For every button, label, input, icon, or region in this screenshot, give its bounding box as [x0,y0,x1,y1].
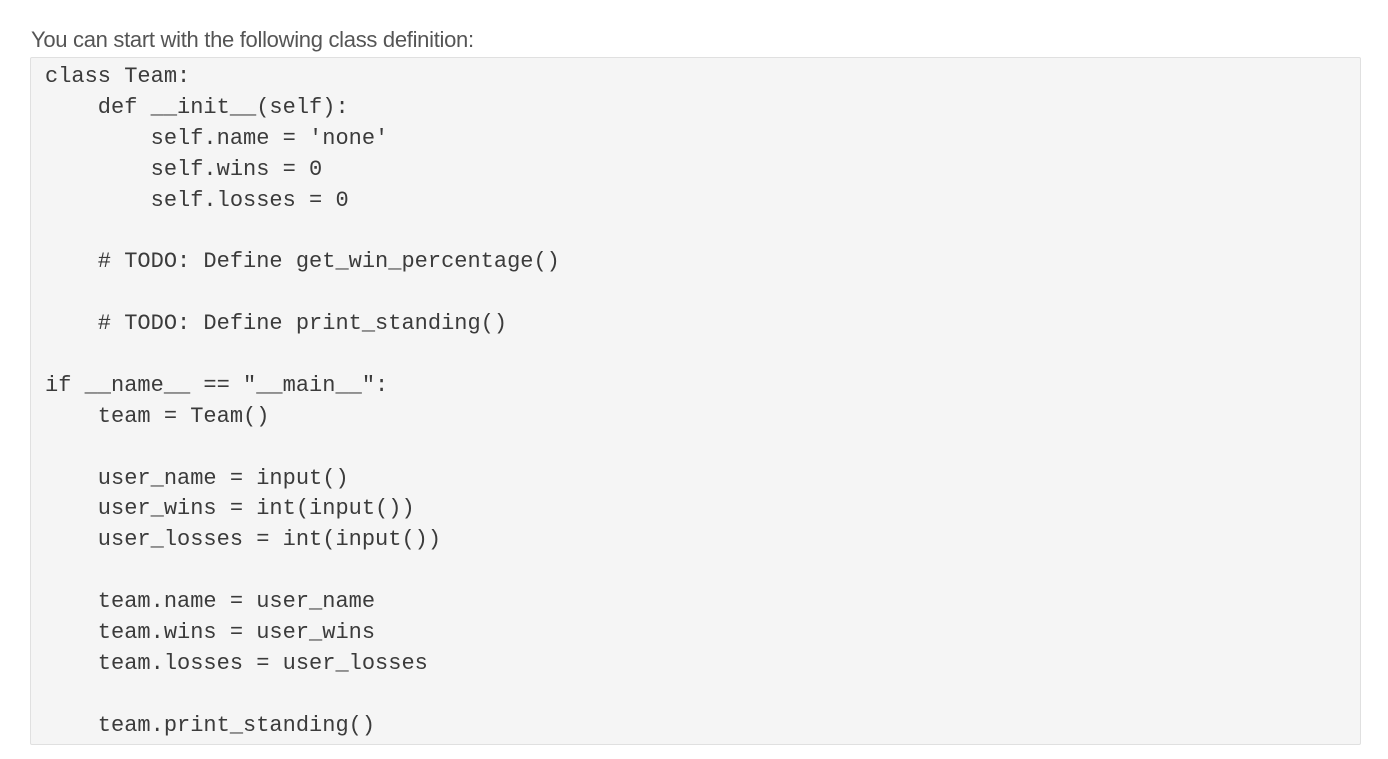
code-line [45,340,560,371]
code-line: user_losses = int(input()) [45,527,442,553]
code-block: class Team: def __init__(self): self.nam… [30,57,1361,745]
code-line: self.wins = 0 [45,156,323,182]
code-line: if __name__ == "__main__": [45,372,389,398]
code-line: team = Team() [45,403,270,429]
code-line: team.losses = user_losses [45,650,428,676]
code-line [45,680,560,711]
code-line: class Team: [45,64,191,89]
code-line [45,433,560,464]
code-line: team.wins = user_wins [45,620,376,646]
code-line: self.losses = 0 [45,187,349,213]
code-line: self.name = 'none' [45,125,389,151]
code-line: team.print_standing() [45,712,376,738]
code-line: team.name = user_name [45,589,376,615]
code-line: # TODO: Define print_standing() [45,311,508,337]
code-line [45,556,560,587]
code-line: # TODO: Define get_win_percentage() [45,249,560,275]
code-line [45,216,560,247]
code-line: def __init__(self): [45,94,349,120]
intro-text: You can start with the following class d… [31,27,474,52]
code-line [45,278,560,309]
code-line: user_wins = int(input()) [45,496,415,522]
code-content: class Team: def __init__(self): self.nam… [45,62,560,742]
code-line: user_name = input() [45,465,349,491]
